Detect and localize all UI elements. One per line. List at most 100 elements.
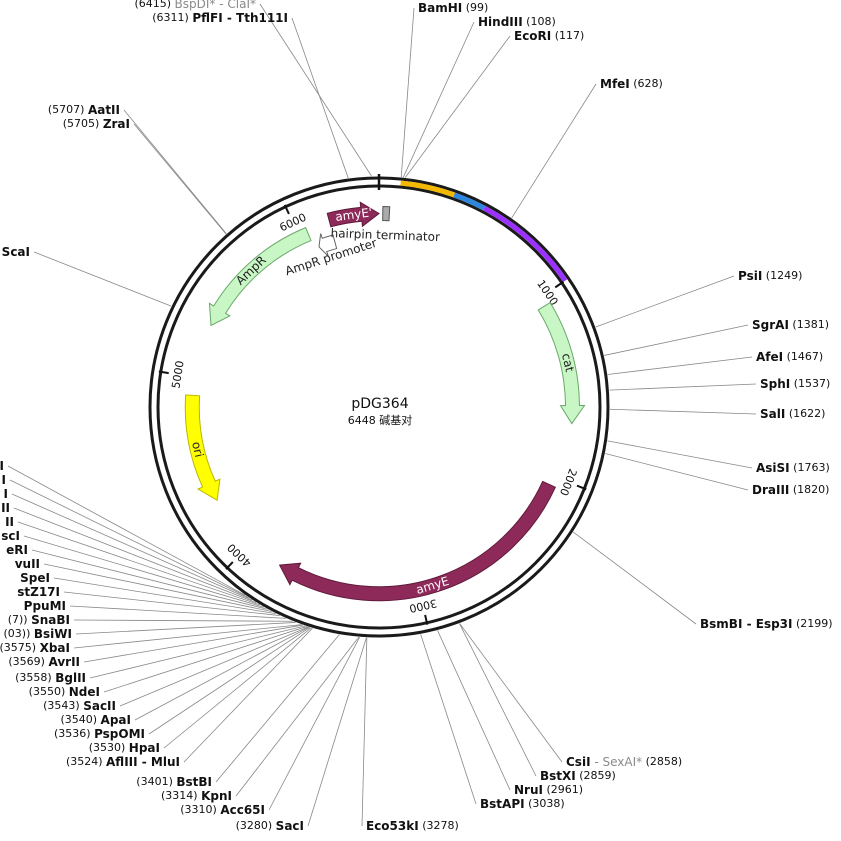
feature-arrow-6 xyxy=(382,206,391,222)
restriction-site: (3536) PspOMI xyxy=(54,727,145,741)
site-label-part: PflFI - Tth111I xyxy=(192,11,288,25)
site-label-part: (3530) xyxy=(89,741,129,754)
leader-line xyxy=(69,605,286,619)
site-label-part: SphI xyxy=(760,377,790,391)
site-label: I xyxy=(2,473,6,487)
restriction-site: DraIII (1820) xyxy=(752,483,829,497)
site-label: HindIII (108) xyxy=(478,15,556,29)
restriction-site: (3314) KpnI xyxy=(161,789,232,803)
site-label-part: BglII xyxy=(55,671,86,685)
site-label-part: (3569) xyxy=(8,655,48,668)
leader-line xyxy=(134,626,310,721)
restriction-site: BamHI (99) xyxy=(418,1,488,15)
leader-line xyxy=(13,507,257,603)
site-label: SpeI xyxy=(20,571,50,585)
site-label: BstXI (2859) xyxy=(540,769,616,783)
leader-line xyxy=(215,634,340,783)
site-label-part: PpuMI xyxy=(24,599,66,613)
leader-line xyxy=(53,577,276,614)
tick-label: 1000 xyxy=(534,277,560,307)
site-label: (3314) KpnI xyxy=(161,789,232,803)
ring-segment-0 xyxy=(400,180,456,198)
site-label-part: XbaI xyxy=(40,641,70,655)
site-label-part: SpeI xyxy=(20,571,50,585)
site-label-part: (1537) xyxy=(790,377,830,390)
restriction-site: AfeI (1467) xyxy=(756,350,823,364)
site-label-part: CsiI xyxy=(566,755,591,769)
site-label-part: ScaI xyxy=(2,245,30,259)
site-label: EcoRI (117) xyxy=(514,29,584,43)
leader-line xyxy=(133,123,227,235)
site-label-part: ZraI xyxy=(103,117,130,131)
site-label-part: (3575) xyxy=(0,641,40,654)
restriction-site: CsiI - SexAI* (2858) xyxy=(566,755,682,769)
site-label: II xyxy=(5,515,14,529)
leader-line xyxy=(183,627,313,763)
site-label-part: (1249) xyxy=(762,269,802,282)
tick-label: 5000 xyxy=(169,360,186,390)
site-label: Eco53kI (3278) xyxy=(366,819,459,833)
site-label-part: eRI xyxy=(6,543,28,557)
site-label: MfeI (628) xyxy=(600,77,663,91)
site-label-part: KpnI xyxy=(201,789,232,803)
site-label: ScaI xyxy=(2,245,30,259)
site-label-part: (1467) xyxy=(783,350,823,363)
leader-line xyxy=(268,637,361,811)
restriction-site: I xyxy=(2,473,6,487)
site-label: SphI (1537) xyxy=(760,377,830,391)
site-label-part: BsiWI xyxy=(34,627,72,641)
restriction-site: (7)) SnaBI xyxy=(8,613,70,627)
site-label-part: AatII xyxy=(88,103,120,117)
leader-line xyxy=(572,531,697,625)
site-label-part: (1820) xyxy=(789,483,829,496)
site-label: SgrAI (1381) xyxy=(752,318,829,332)
site-label-part: I xyxy=(4,487,8,501)
restriction-site: PsiI (1249) xyxy=(738,269,802,283)
leader-line xyxy=(33,251,172,307)
tick-mark xyxy=(554,280,565,289)
leader-line xyxy=(609,408,757,415)
restriction-site: (6311) PflFI - Tth111I xyxy=(152,11,288,25)
restriction-site: (03)) BsiWI xyxy=(4,627,72,641)
site-label-part: PspOMI xyxy=(94,727,145,741)
restriction-site: scI xyxy=(1,529,20,543)
site-label-part: (5707) xyxy=(48,103,88,116)
site-label-part: (3314) xyxy=(161,789,201,802)
site-label-part: scI xyxy=(1,529,20,543)
leader-line xyxy=(607,440,753,469)
site-label-part: (3401) xyxy=(136,775,176,788)
leader-line xyxy=(604,324,749,356)
site-label-part: BsmBI - Esp3I xyxy=(700,617,792,631)
leader-line xyxy=(9,479,249,598)
site-label: I xyxy=(4,487,8,501)
leader-line xyxy=(609,383,757,391)
site-label: (3524) AflIII - MluI xyxy=(66,755,180,769)
site-label-part: (3524) xyxy=(66,755,106,768)
site-label: I xyxy=(0,459,4,473)
site-label: (5707) AatII xyxy=(48,103,120,117)
site-label: (3540) ApaI xyxy=(60,713,131,727)
site-label-part: DraIII xyxy=(752,483,789,497)
ring-segment-1 xyxy=(453,192,486,211)
site-label-part: AfeI xyxy=(756,350,783,364)
site-label-part: (1381) xyxy=(789,318,829,331)
restriction-site: II xyxy=(1,501,10,515)
site-label-part: (6415) xyxy=(134,0,174,10)
tick-label: 3000 xyxy=(408,596,438,615)
feature-label-4: amyE' xyxy=(334,205,373,224)
site-label-part: AvrII xyxy=(48,655,80,669)
feature-label-6: hairpin terminator xyxy=(330,226,440,244)
restriction-site: BstXI (2859) xyxy=(540,769,616,783)
site-label-part: (2961) xyxy=(543,783,583,796)
restriction-site: SgrAI (1381) xyxy=(752,318,829,332)
site-label-part: BstBI xyxy=(176,775,212,789)
site-label-part: BspDI* - ClaI* xyxy=(175,0,256,11)
site-label-part: (3310) xyxy=(180,803,220,816)
site-label: (6311) PflFI - Tth111I xyxy=(152,11,288,25)
site-label-part: (3280) xyxy=(236,819,276,832)
leader-line xyxy=(459,623,537,777)
site-label-part: (628) xyxy=(630,77,663,90)
restriction-site: (3310) Acc65I xyxy=(180,803,265,817)
leader-line xyxy=(63,591,280,616)
